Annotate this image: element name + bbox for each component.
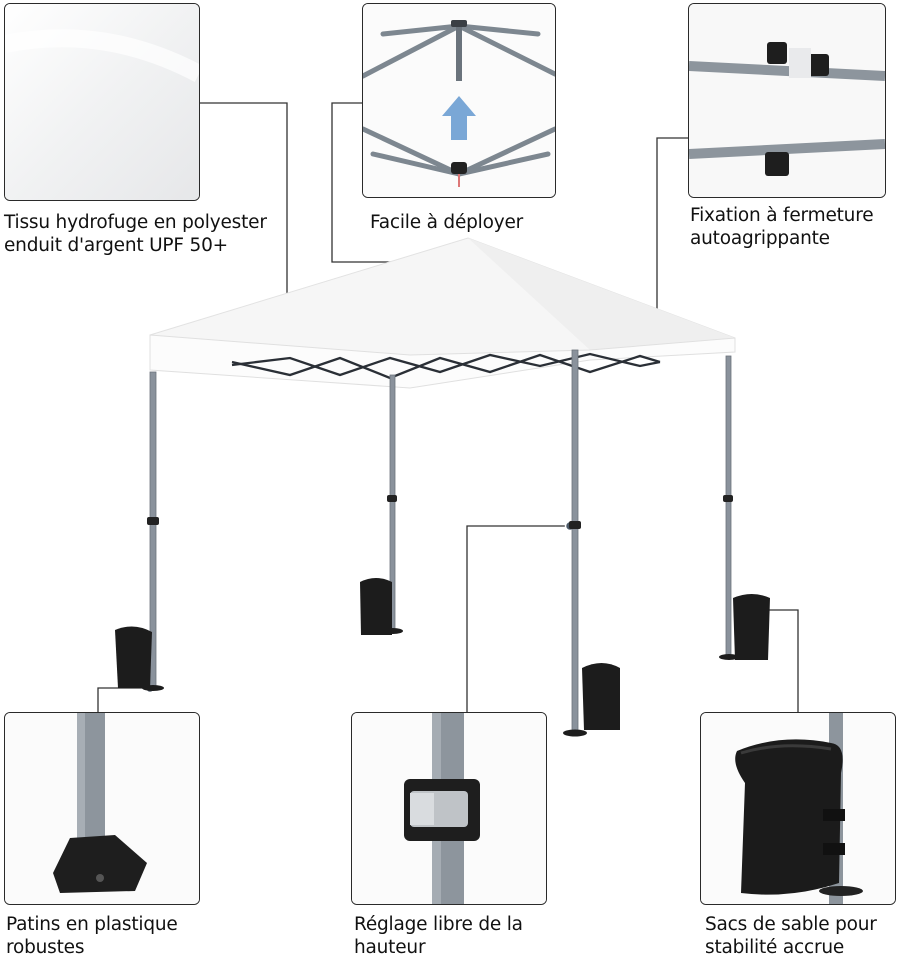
sandbags-caption-line1: Sacs de sable pour bbox=[705, 914, 877, 935]
sandbags-caption: Sacs de sable pour stabilité accrue bbox=[705, 913, 877, 959]
velcro-caption: Fixation à fermeture autoagrippante bbox=[690, 204, 874, 250]
velcro-detail-panel bbox=[688, 3, 886, 198]
fabric-caption-line1: Tissu hydrofuge en polyester bbox=[4, 212, 267, 233]
fabric-swatch-image bbox=[5, 4, 199, 200]
height-caption-line1: Réglage libre de la bbox=[354, 914, 523, 935]
fabric-caption: Tissu hydrofuge en polyester enduit d'ar… bbox=[4, 211, 267, 257]
velcro-caption-line1: Fixation à fermeture bbox=[690, 205, 874, 226]
height-detail-panel bbox=[351, 712, 547, 905]
frame-mechanism-image bbox=[363, 4, 555, 197]
feet-detail-panel bbox=[4, 712, 200, 905]
deploy-caption-line1: Facile à déployer bbox=[370, 212, 524, 233]
sand-bags bbox=[115, 578, 770, 730]
feet-caption: Patins en plastique robustes bbox=[6, 913, 178, 959]
height-caption: Réglage libre de la hauteur bbox=[354, 913, 523, 959]
fabric-detail-panel bbox=[4, 3, 200, 201]
sandbag-image bbox=[701, 713, 895, 904]
deploy-detail-panel bbox=[362, 3, 556, 198]
velcro-fastener-image bbox=[689, 4, 885, 197]
plastic-foot-image bbox=[5, 713, 199, 904]
sandbags-caption-line2: stabilité accrue bbox=[705, 937, 845, 958]
leader-lines bbox=[97, 102, 799, 712]
velcro-caption-line2: autoagrippante bbox=[690, 228, 830, 249]
sandbag-detail-panel bbox=[700, 712, 896, 905]
canopy bbox=[149, 237, 736, 389]
height-caption-line2: hauteur bbox=[354, 937, 426, 958]
feet-caption-line1: Patins en plastique bbox=[6, 914, 178, 935]
fabric-caption-line2: enduit d'argent UPF 50+ bbox=[4, 235, 228, 256]
leg-clips bbox=[147, 495, 733, 529]
height-clip-image bbox=[352, 713, 546, 904]
deploy-caption: Facile à déployer bbox=[370, 211, 523, 234]
legs bbox=[149, 349, 732, 734]
feet-caption-line2: robustes bbox=[6, 937, 85, 958]
up-arrow-icon bbox=[442, 96, 476, 140]
